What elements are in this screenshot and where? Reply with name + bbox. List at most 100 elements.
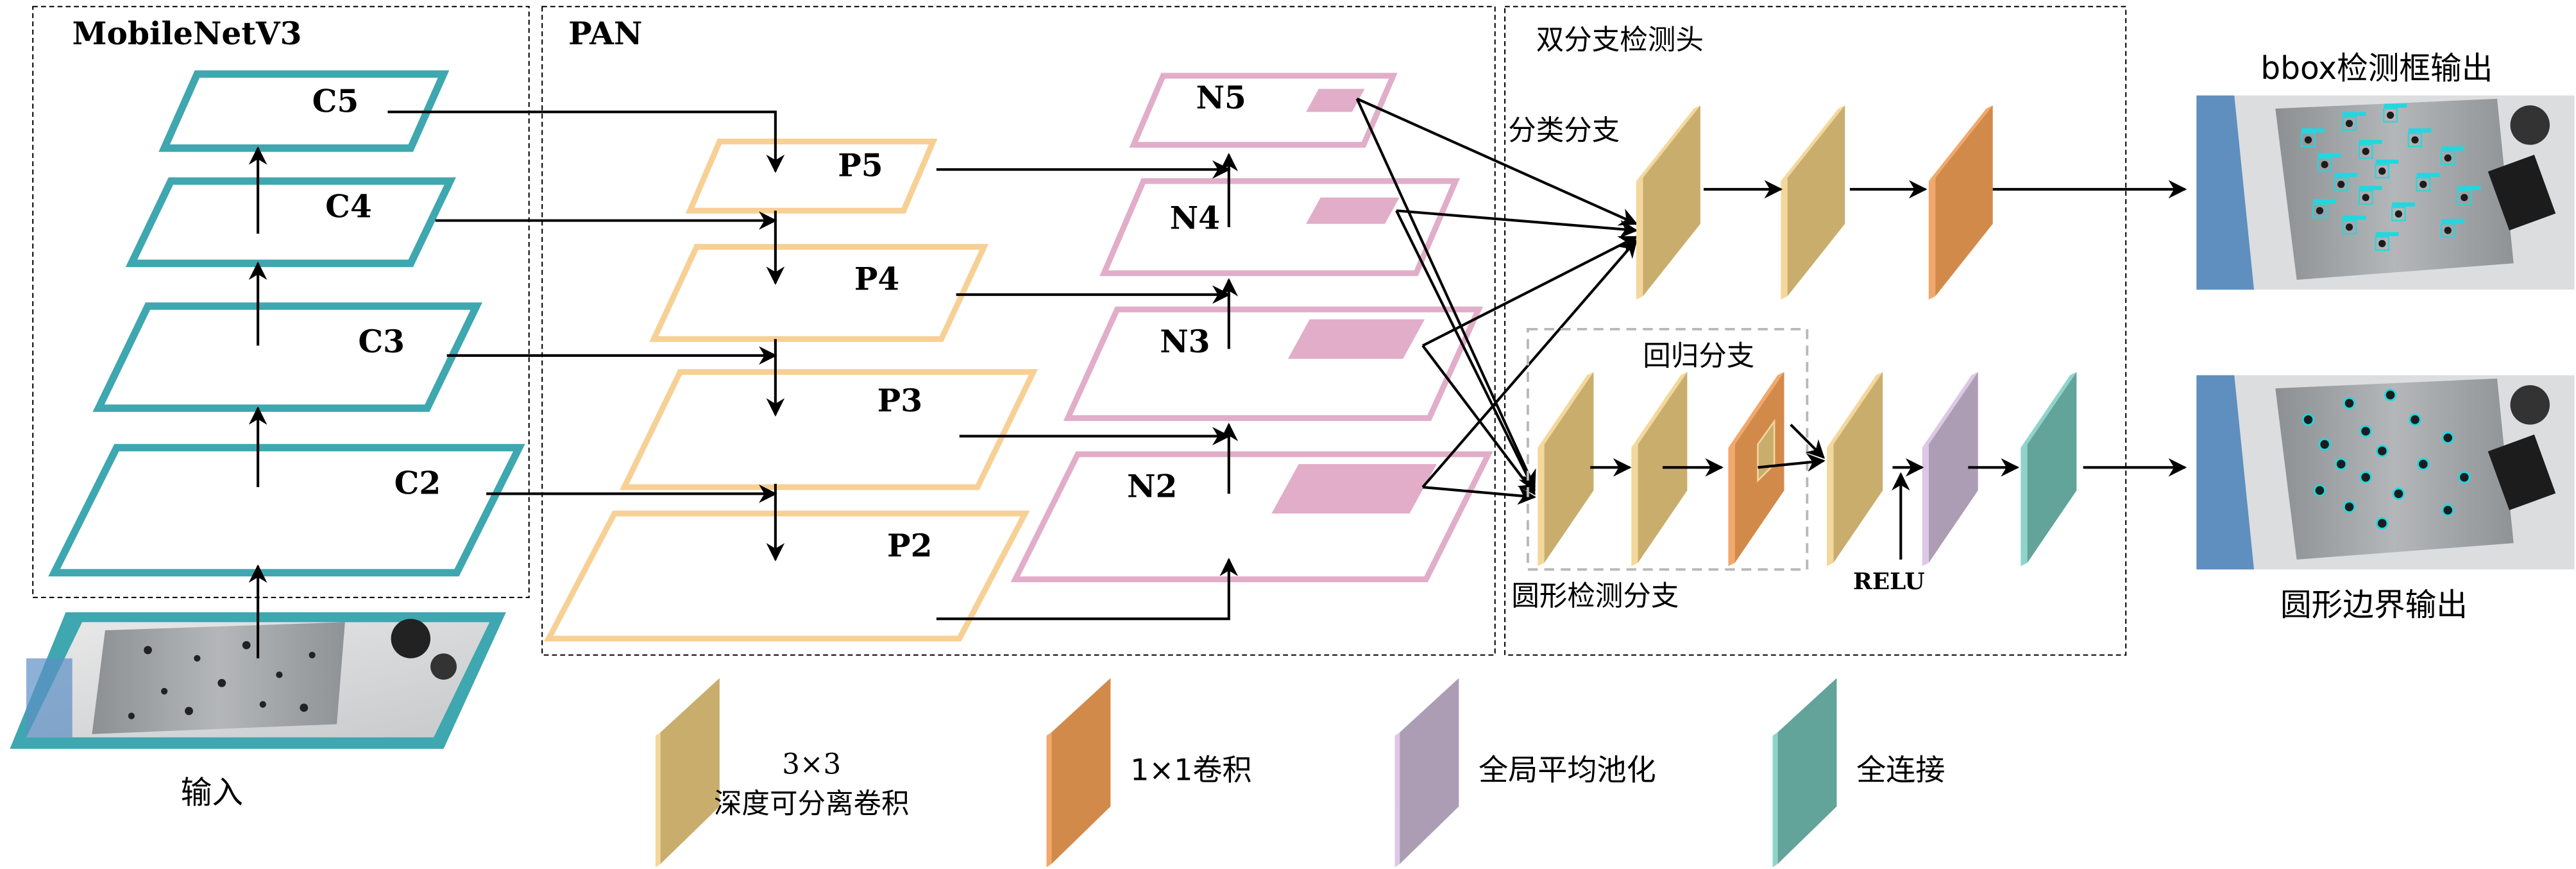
circle-output-label: 圆形边界输出	[2280, 587, 2468, 623]
bbox-tag	[2392, 202, 2415, 207]
pan-label-n4: N4	[1170, 200, 1220, 236]
detected-circle	[2359, 425, 2372, 438]
detected-hole	[2362, 148, 2369, 155]
detected-hole	[2337, 180, 2345, 188]
legend-label: 1×1卷积	[1130, 752, 1251, 787]
bbox-rect	[2457, 190, 2472, 205]
detected-hole	[2444, 154, 2452, 162]
legend-label: 全连接	[1856, 752, 1945, 787]
pan-title: PAN	[568, 15, 642, 52]
bbox-tag	[2457, 185, 2481, 191]
bbox-tag	[2359, 185, 2382, 191]
detected-circle	[2409, 413, 2421, 426]
pan-section-box	[541, 6, 1496, 656]
legend-swatch	[660, 678, 720, 865]
pan-label-n2: N2	[1127, 468, 1177, 504]
detected-hole	[2444, 227, 2452, 234]
bbox-tag	[2441, 146, 2464, 151]
backbone-layer-c5	[158, 70, 450, 152]
bbox-rect	[2342, 116, 2357, 131]
pan-layer-n4	[1099, 178, 1461, 277]
circle-detections	[2301, 388, 2471, 530]
detected-circle	[2376, 517, 2389, 530]
backbone-label-c4: C4	[325, 188, 372, 225]
bbox-tag	[2359, 139, 2382, 144]
pan-layer-p3	[620, 369, 1038, 490]
detected-hole	[2394, 210, 2403, 218]
detected-hole	[2304, 136, 2312, 144]
detected-hole	[2386, 111, 2394, 119]
pan-label-n5: N5	[1196, 80, 1246, 116]
backbone-label-c3: C3	[358, 323, 405, 360]
detected-circle	[2301, 413, 2315, 426]
bbox-rect	[2312, 203, 2327, 218]
bbox-tag	[2408, 128, 2432, 133]
detected-circle	[2313, 484, 2326, 497]
bbox-tag	[2384, 103, 2407, 108]
pan-label-n3: N3	[1160, 323, 1210, 360]
pan-layer-n3	[1063, 306, 1484, 421]
pan-layer-n5	[1129, 73, 1398, 148]
bbox-rect	[2317, 157, 2332, 172]
circle-gap-block	[1922, 372, 1978, 567]
legend-label: 全局平均池化	[1479, 752, 1656, 787]
detected-circle	[2359, 471, 2372, 484]
pan-label-p2: P2	[887, 528, 932, 564]
pan-layer-n2	[1010, 451, 1493, 583]
bbox-tag	[2416, 173, 2440, 177]
feature-patch-n3	[1288, 319, 1425, 359]
legend-item-conv1x1: 1×1卷积	[1046, 678, 1252, 868]
bbox-rect	[2440, 223, 2455, 238]
bbox-tag	[2343, 112, 2366, 116]
bbox-rect	[2342, 219, 2357, 235]
backbone-section-box	[32, 6, 530, 598]
head-blocks	[1538, 105, 2077, 567]
detected-circle	[2343, 397, 2356, 409]
detected-circle	[2318, 438, 2331, 451]
detected-circle	[2384, 388, 2397, 402]
pan-label-p3: P3	[877, 383, 922, 419]
legend-label-line1: 3×3	[782, 748, 841, 780]
head-section-box	[1504, 6, 2127, 656]
backbone-label-c2: C2	[394, 465, 441, 501]
legend-swatch	[1400, 678, 1459, 865]
bbox-tag	[2441, 219, 2464, 223]
bbox-rect	[2407, 132, 2423, 148]
legend-item-gap: 全局平均池化	[1394, 678, 1656, 868]
detected-hole	[2378, 168, 2386, 175]
feature-patch-n4	[1306, 197, 1400, 224]
bbox-tag	[2375, 159, 2399, 164]
arrow-c5-p5	[387, 110, 785, 173]
detected-hole	[2461, 194, 2468, 202]
bbox-rect	[2416, 176, 2431, 192]
detected-circle	[2376, 445, 2389, 458]
bbox-rect	[2375, 236, 2390, 251]
backbone-layer-c4	[125, 177, 456, 268]
bbox-rect	[2358, 144, 2373, 159]
detected-hole	[2345, 119, 2353, 127]
cls-dwconv-block-2	[1781, 105, 1845, 300]
cls-conv1x1-block	[1928, 105, 1993, 300]
feature-patch-n5	[1306, 89, 1365, 112]
bbox-tag	[2301, 128, 2325, 133]
bbox-rect	[2358, 190, 2373, 205]
detected-circle	[2343, 501, 2356, 513]
arrow-p2-n2	[936, 558, 1239, 621]
connections	[248, 97, 1638, 658]
bbox-rect	[2383, 108, 2398, 123]
detected-hole	[2316, 207, 2324, 214]
detected-circle	[2335, 458, 2348, 470]
bbox-tag	[2318, 153, 2341, 157]
detected-circle	[2417, 458, 2430, 470]
head-title: 双分支检测头	[1536, 24, 1704, 56]
bbox-output-label: bbox检测框输出	[2260, 51, 2493, 87]
bbox-rect	[2301, 132, 2316, 148]
backbone-label-c5: C5	[312, 83, 359, 119]
bbox-rect	[2334, 176, 2349, 192]
circle-dwconv-block-1	[1538, 372, 1594, 567]
